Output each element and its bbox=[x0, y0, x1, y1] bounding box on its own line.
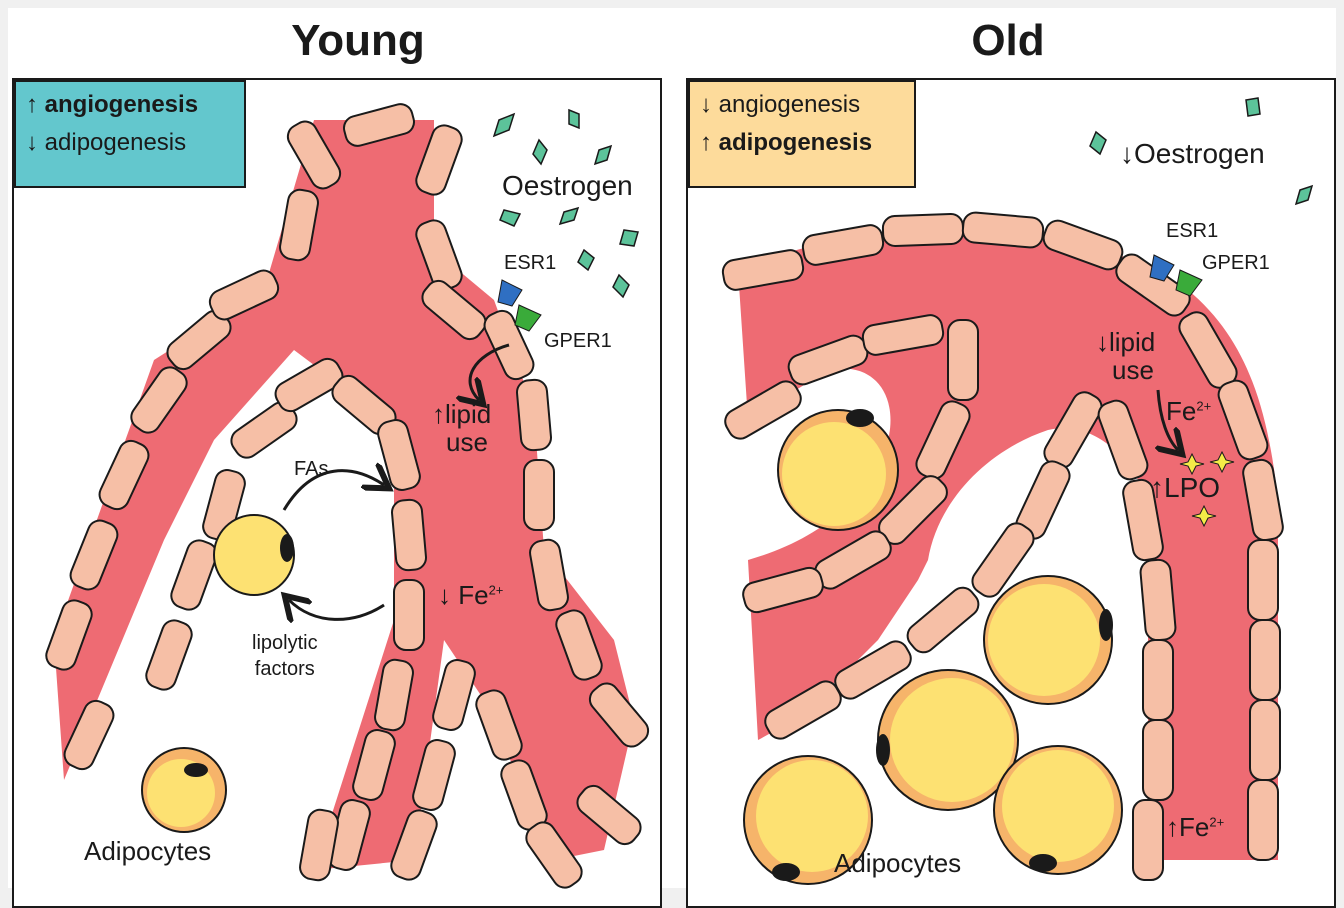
old-lipid-use-label: ↓lipid use bbox=[1096, 328, 1155, 384]
old-gper1-label: GPER1 bbox=[1202, 252, 1270, 275]
old-lpo-label: ↑LPO bbox=[1150, 472, 1220, 504]
young-lipolytic-line2: factors bbox=[252, 656, 318, 682]
young-gper1-receptor bbox=[515, 305, 541, 331]
old-fe-bottom-label: ↑Fe2+ bbox=[1166, 812, 1224, 843]
old-fe-mid-text: Fe bbox=[1166, 396, 1196, 426]
young-gper1-label: GPER1 bbox=[544, 330, 612, 353]
young-lipid-use-label: ↑lipid use bbox=[432, 400, 491, 456]
young-summary-box: ↑ angiogenesis ↓ adipogenesis bbox=[14, 80, 246, 188]
young-lipolytic-line1: lipolytic bbox=[252, 630, 318, 656]
figure: Young Old bbox=[8, 8, 1336, 888]
old-fe-bottom-sup: 2+ bbox=[1209, 814, 1224, 829]
old-fe-bottom-text: ↑Fe bbox=[1166, 812, 1209, 842]
old-fe-mid-label: Fe2+ bbox=[1166, 396, 1211, 427]
young-lipolytic-arrow bbox=[289, 600, 384, 619]
young-box-arrow-1: ↑ bbox=[26, 91, 38, 118]
old-adipogenesis: adipogenesis bbox=[719, 129, 872, 156]
old-illustration bbox=[688, 80, 1336, 908]
old-box-arrow-1: ↓ bbox=[700, 91, 712, 118]
old-panel: ↓ angiogenesis ↑ adipogenesis ↓Oestrogen… bbox=[686, 78, 1336, 908]
young-esr1-receptor bbox=[498, 280, 522, 306]
old-lipid-line1: ↓lipid bbox=[1096, 328, 1155, 356]
old-gper1-receptor bbox=[1176, 270, 1202, 296]
old-adipocytes-label: Adipocytes bbox=[834, 848, 961, 879]
old-lipid-line2: use bbox=[1096, 356, 1155, 384]
young-lipolytic-label: lipolytic factors bbox=[252, 630, 318, 682]
young-illustration bbox=[14, 80, 662, 908]
old-title: Old bbox=[858, 16, 1158, 66]
young-fe-label: ↓ Fe2+ bbox=[438, 580, 503, 611]
old-angiogenesis: angiogenesis bbox=[719, 91, 860, 118]
old-summary-box: ↓ angiogenesis ↑ adipogenesis bbox=[688, 80, 916, 188]
old-esr1-receptor bbox=[1150, 255, 1174, 281]
young-esr1-label: ESR1 bbox=[504, 252, 556, 275]
young-adipogenesis: adipogenesis bbox=[45, 129, 186, 156]
young-angiogenesis: angiogenesis bbox=[45, 91, 198, 118]
young-fe-text: ↓ Fe bbox=[438, 580, 489, 610]
old-esr1-label: ESR1 bbox=[1166, 220, 1218, 243]
young-adipocyte-small bbox=[214, 515, 294, 595]
young-adipocyte-bottom bbox=[142, 748, 226, 832]
young-oestrogen-label: Oestrogen bbox=[502, 170, 633, 202]
old-oestrogen-label: ↓Oestrogen bbox=[1120, 138, 1265, 170]
old-fe-mid-sup: 2+ bbox=[1196, 398, 1211, 413]
young-fas-label: FAs bbox=[294, 458, 328, 481]
young-lipid-line2: use bbox=[432, 428, 491, 456]
young-box-arrow-2: ↓ bbox=[26, 129, 38, 156]
young-panel: ↑ angiogenesis ↓ adipogenesis Oestrogen … bbox=[12, 78, 662, 908]
young-fe-sup: 2+ bbox=[489, 582, 504, 597]
young-title: Young bbox=[208, 16, 508, 66]
young-lipid-line1: ↑lipid bbox=[432, 400, 491, 428]
young-adipocytes-label: Adipocytes bbox=[84, 836, 211, 867]
old-box-arrow-2: ↑ bbox=[700, 129, 712, 156]
